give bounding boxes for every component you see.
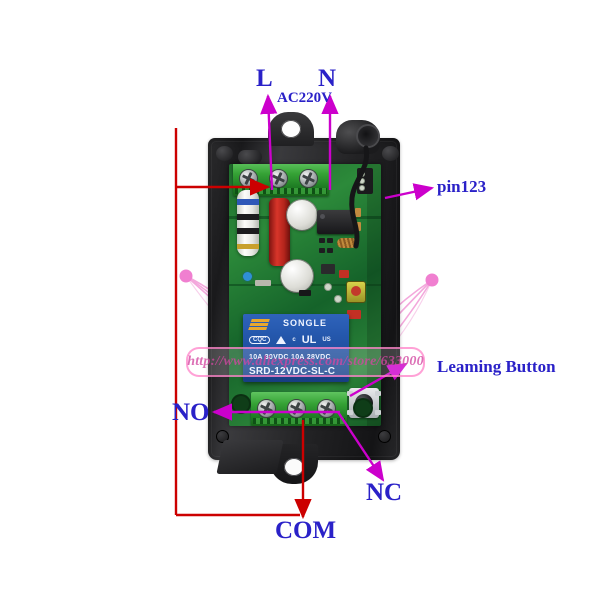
ul-c-mark: c [292,337,296,343]
enclosure-boss-left2 [238,150,262,164]
label-nc: NC [366,479,403,506]
red-film-capacitor [269,198,290,266]
integrated-circuit [317,210,355,234]
enclosure-boss-right [382,146,399,161]
relay-module-device: SONGLE CQC c UL US 10A 30VDC 10A 28VDC S… [208,112,400,484]
yellow-trimmer [347,282,365,302]
electrolytic-capacitor-2 [281,260,313,292]
label-no: NO [172,399,210,426]
relay-part-number: SRD-12VDC-SL-C [249,366,336,377]
deco-dot-right [425,273,439,287]
label-L: L [256,65,273,92]
screw-n [300,170,317,187]
ul-us-mark: US [322,337,331,343]
ul-mark: UL [301,334,317,346]
inductor-coil [337,238,357,248]
case-screw-bottom-right [378,430,391,443]
screw-no [258,400,275,417]
screw-nc [318,400,335,417]
white-resistor [237,190,259,256]
mounting-ear-bottom [216,440,318,484]
screw-ac-middle [270,170,287,187]
screw-com [288,400,305,417]
triangle-mark-icon [276,336,287,344]
label-com: COM [275,517,337,544]
deco-dot-left [179,269,193,283]
enclosure-rib [216,440,284,474]
printed-circuit-board: SONGLE CQC c UL US 10A 30VDC 10A 28VDC S… [229,164,381,426]
relay-certification-marks: CQC c UL US [249,334,331,346]
songle-logo-icon [248,319,270,330]
label-ac220v: AC220V [277,90,332,106]
label-pin123: pin123 [437,177,487,196]
case-screw-bottom-left [216,430,229,443]
mounting-hole-bottom [284,458,304,476]
relay-ratings: 10A 30VDC 10A 28VDC [249,354,331,361]
label-learning-button: Leaming Button [437,357,556,376]
cqc-mark: CQC [249,336,271,344]
relay-songle: SONGLE CQC c UL US 10A 30VDC 10A 28VDC S… [243,314,349,382]
relay-brand: SONGLE [283,318,328,328]
enclosure-boss-left [216,146,233,161]
mounting-ear-top [268,112,314,146]
screw-l [240,170,257,187]
label-N: N [318,65,337,92]
mounting-hole-top [281,120,301,138]
blue-component [243,272,252,281]
antenna-grommet [336,120,380,154]
electrolytic-capacitor-1 [287,200,317,230]
